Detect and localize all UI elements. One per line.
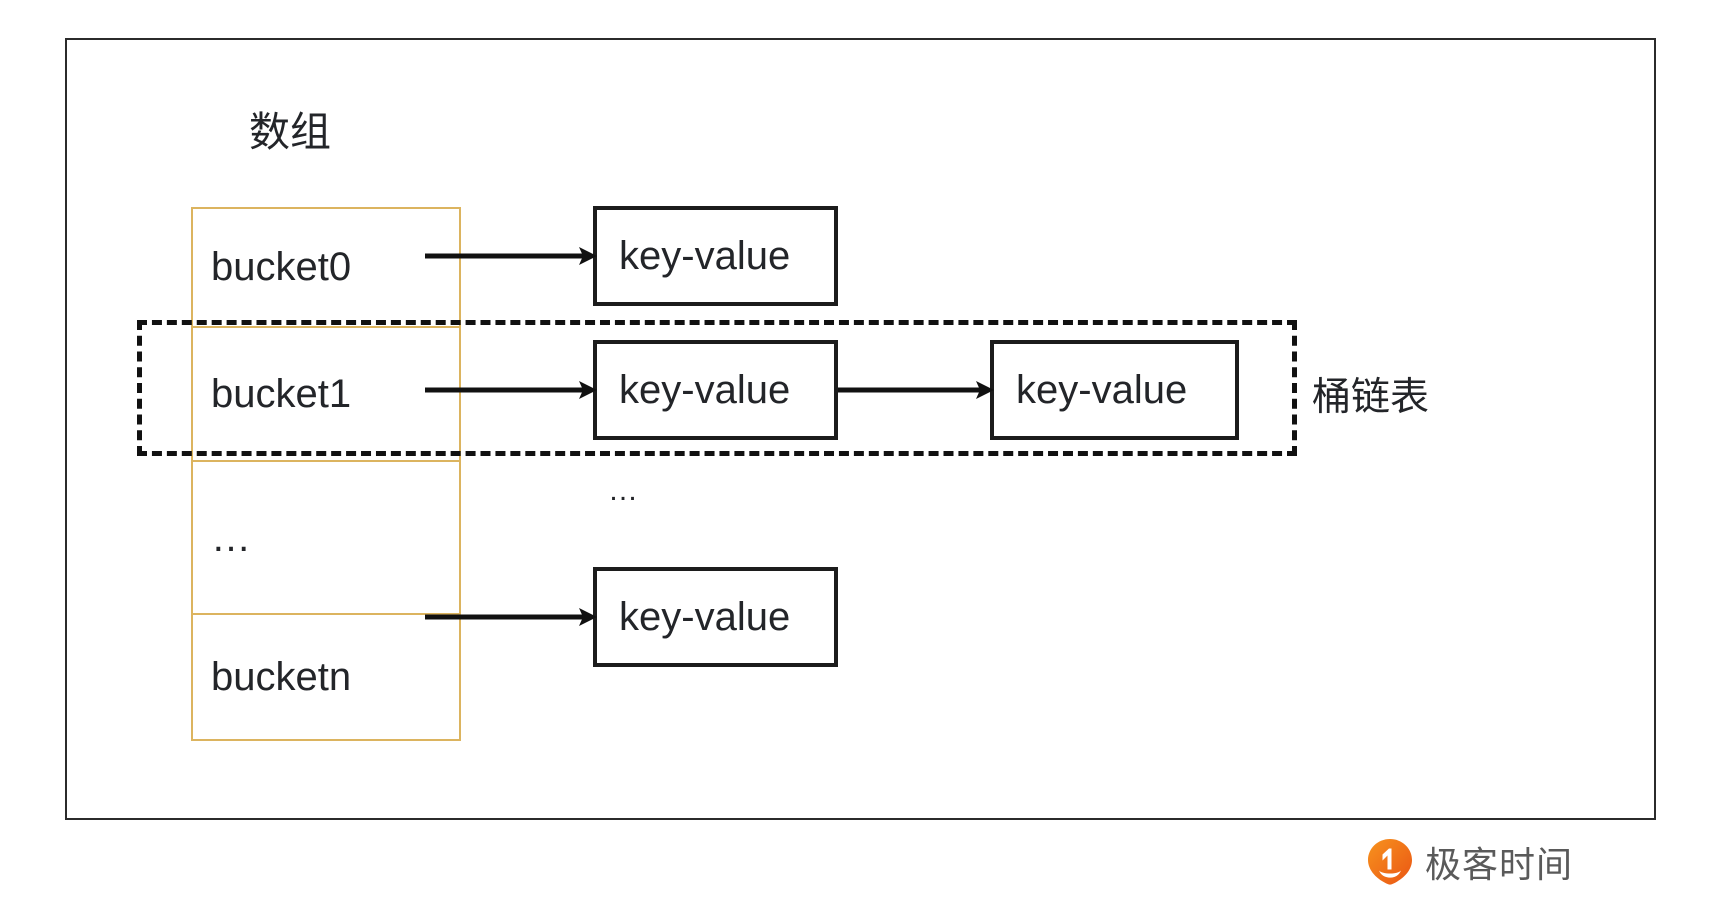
chain-ellipsis: … xyxy=(608,474,640,507)
key-value-node-bucketn-1[interactable]: key-value xyxy=(593,567,838,667)
array-cell-label: bucket0 xyxy=(211,245,352,289)
key-value-label: key-value xyxy=(619,367,791,412)
key-value-node-bucket1-2[interactable]: key-value xyxy=(990,340,1239,440)
array-cell-bucket0[interactable]: bucket0 xyxy=(193,209,459,328)
arrow-bucket0-to-node xyxy=(425,244,597,268)
array-cell-label: bucketn xyxy=(211,654,352,699)
diagram-frame xyxy=(65,38,1656,820)
array-cell-label: … xyxy=(211,515,252,560)
bucket-chain-highlight xyxy=(137,320,1297,456)
pin-logo-icon xyxy=(1368,839,1412,885)
brand-watermark: 极客时间 xyxy=(1368,836,1573,888)
array-label: 数组 xyxy=(249,109,331,155)
key-value-node-bucket0-1[interactable]: key-value xyxy=(593,206,838,306)
key-value-label: key-value xyxy=(619,233,791,278)
array-cell-bucketn[interactable]: bucketn xyxy=(193,615,459,739)
key-value-node-bucket1-1[interactable]: key-value xyxy=(593,340,838,440)
arrow-bucket1-to-node xyxy=(425,378,597,402)
array-cell-bucket1[interactable]: bucket1 xyxy=(193,328,459,462)
key-value-label: key-value xyxy=(1016,367,1188,412)
arrow-node-to-node xyxy=(838,378,994,402)
bucket-chain-label: 桶链表 xyxy=(1312,376,1430,419)
arrow-bucketn-to-node xyxy=(425,605,597,629)
array-cell-ellipsis[interactable]: … xyxy=(193,462,459,615)
bucket-array-column: bucket0 bucket1 … bucketn xyxy=(191,207,461,741)
key-value-label: key-value xyxy=(619,594,791,639)
array-cell-label: bucket1 xyxy=(211,371,352,416)
brand-name: 极客时间 xyxy=(1425,845,1574,886)
